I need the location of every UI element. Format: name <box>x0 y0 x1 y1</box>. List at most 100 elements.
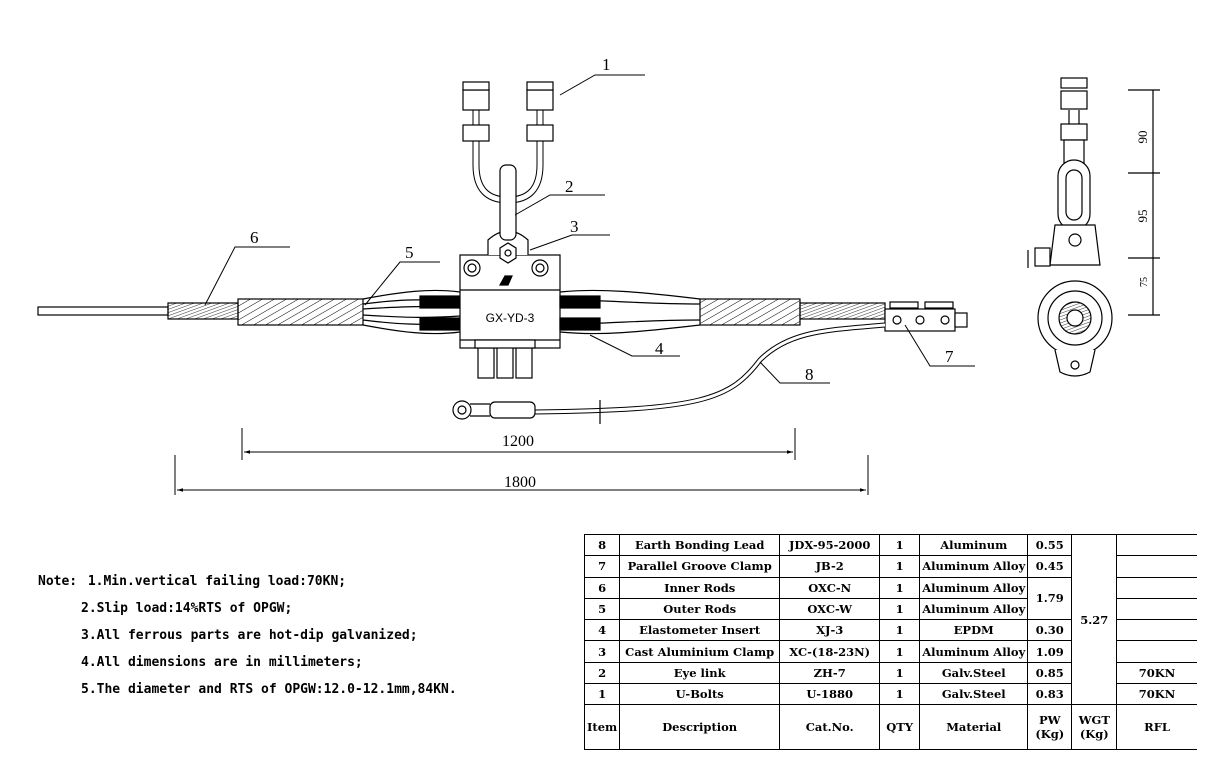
table-cell: U-1880 <box>779 683 881 706</box>
table-cell: Galv.Steel <box>919 661 1029 685</box>
header-cat-no: Cat.No. <box>779 704 881 751</box>
table-cell: XC-(18-23N) <box>779 640 881 663</box>
table-cell: 4 <box>583 619 621 642</box>
header-item: Item <box>583 704 621 751</box>
table-cell <box>1116 533 1197 557</box>
table-cell: 70KN <box>1116 661 1197 685</box>
table-cell <box>1116 619 1197 642</box>
table-cell: Inner Rods <box>619 576 781 599</box>
table-cell: ZH-7 <box>779 661 881 685</box>
table-cell: U-Bolts <box>619 683 781 706</box>
dimension-75: 75 <box>1139 277 1150 287</box>
table-cell: 3 <box>583 640 621 663</box>
table-cell <box>1116 597 1197 621</box>
table-cell: OXC-W <box>779 597 881 621</box>
table-cell: EPDM <box>919 619 1029 642</box>
table-cell: 1 <box>879 683 921 706</box>
table-cell: 8 <box>583 533 621 557</box>
table-cell: 1 <box>879 661 921 685</box>
table-cell: 2 <box>583 661 621 685</box>
bonding-lead-lug <box>489 401 536 419</box>
header-rfl: RFL <box>1116 704 1197 751</box>
note-1: Note: 1.Min.vertical failing load:70KN; <box>38 568 457 595</box>
callout-numbers: 1 2 3 4 5 6 7 8 <box>250 55 954 384</box>
note-4: 4.All dimensions are in millimeters; <box>81 655 363 670</box>
table-cell: 0.83 <box>1027 683 1073 706</box>
table-cell: 0.55 <box>1027 533 1073 557</box>
table-cell: Aluminum Alloy <box>919 576 1029 599</box>
table-cell: Galv.Steel <box>919 683 1029 706</box>
dimension-95: 95 <box>1135 210 1150 223</box>
table-cell: 7 <box>583 555 621 578</box>
inner-rods-left <box>167 302 239 320</box>
note-2: 2.Slip load:14%RTS of OPGW; <box>81 601 293 616</box>
rods-weight-cell: 1.79 <box>1027 576 1073 621</box>
callout-2: 2 <box>565 177 574 196</box>
table-cell: 1 <box>879 576 921 599</box>
table-cell: 1 <box>879 533 921 557</box>
notes-prefix: Note: <box>38 574 78 589</box>
header-description: Description <box>619 704 781 751</box>
parallel-groove-clamp <box>884 308 956 332</box>
table-cell: 1.09 <box>1027 640 1073 663</box>
side-view <box>1027 77 1160 377</box>
dimension-1800: 1800 <box>504 474 536 491</box>
table-cell: Aluminum Alloy <box>919 555 1029 578</box>
inner-rods-right <box>799 302 886 320</box>
elastomer-insert-left <box>419 295 461 309</box>
outer-rods-left <box>237 298 364 326</box>
dimension-lines <box>174 428 869 495</box>
eye-link <box>499 164 517 241</box>
header-material: Material <box>919 704 1029 751</box>
table-cell <box>1116 576 1197 599</box>
table-cell: Aluminum Alloy <box>919 597 1029 621</box>
front-view <box>37 81 968 424</box>
table-cell: Outer Rods <box>619 597 781 621</box>
table-cell: 1 <box>879 619 921 642</box>
table-cell: 0.45 <box>1027 555 1073 578</box>
table-cell: 1 <box>879 555 921 578</box>
table-cell: 1 <box>879 597 921 621</box>
table-cell: JDX-95-2000 <box>779 533 881 557</box>
note-3: 3.All ferrous parts are hot-dip galvaniz… <box>81 628 418 643</box>
header-pw: PW(Kg) <box>1027 704 1073 751</box>
callout-7: 7 <box>945 347 954 366</box>
table-cell: 0.85 <box>1027 661 1073 685</box>
callout-3: 3 <box>570 217 579 236</box>
callout-4: 4 <box>655 339 664 358</box>
header-wgt: WGT(Kg) <box>1071 704 1118 751</box>
table-cell: Eye link <box>619 661 781 685</box>
table-cell: Aluminum <box>919 533 1029 557</box>
table-cell: Cast Aluminium Clamp <box>619 640 781 663</box>
notes-block: Note: 1.Min.vertical failing load:70KN; … <box>38 568 457 703</box>
opgw-bare-conductor <box>37 306 169 316</box>
dimension-1200: 1200 <box>502 433 534 450</box>
outer-rods-right <box>699 298 801 326</box>
dimension-90: 90 <box>1135 131 1150 144</box>
table-cell: 6 <box>583 576 621 599</box>
callout-8: 8 <box>805 365 814 384</box>
table-cell: Elastometer Insert <box>619 619 781 642</box>
total-weight-cell: 5.27 <box>1071 533 1118 706</box>
note-5: 5.The diameter and RTS of OPGW:12.0-12.1… <box>81 682 457 697</box>
assembly-drawing: 1 2 3 4 5 6 7 8 GX-YD-3 1200 1800 90 95 … <box>37 55 1160 495</box>
table-cell: Parallel Groove Clamp <box>619 555 781 578</box>
table-cell: 0.30 <box>1027 619 1073 642</box>
callout-6: 6 <box>250 228 259 247</box>
header-qty: QTY <box>879 704 921 751</box>
table-cell: JB-2 <box>779 555 881 578</box>
elastomer-insert-right <box>559 295 601 309</box>
callout-5: 5 <box>405 243 414 262</box>
table-cell: XJ-3 <box>779 619 881 642</box>
table-cell <box>1116 555 1197 578</box>
table-cell: Earth Bonding Lead <box>619 533 781 557</box>
table-cell: 1 <box>583 683 621 706</box>
table-cell: Aluminum Alloy <box>919 640 1029 663</box>
